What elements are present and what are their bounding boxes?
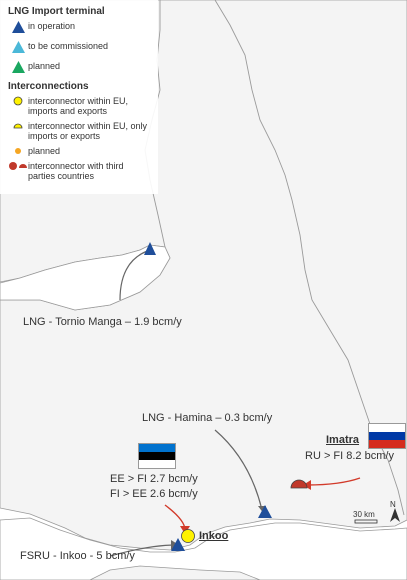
map-legend: LNG Import terminal in operation to be c… xyxy=(0,0,158,194)
estonia-flag xyxy=(138,443,176,469)
inkoo-terminal-marker xyxy=(171,538,185,551)
hamina-terminal-marker xyxy=(258,505,272,518)
scale-label: 30 km xyxy=(353,510,375,519)
circle-icon xyxy=(8,96,28,106)
inkoo-interconnector-marker xyxy=(181,529,195,543)
fsru-label: FSRU - Inkoo - 5 bcm/y xyxy=(20,550,135,562)
legend-item-eu-both: interconnector within EU, imports and ex… xyxy=(8,96,152,116)
inkoo-label: Inkoo xyxy=(199,530,229,542)
north-label: N xyxy=(390,500,396,509)
triangle-icon xyxy=(8,41,28,53)
imatra-label: Imatra xyxy=(326,434,360,446)
tornio-pointer-line xyxy=(119,249,151,301)
gulf-of-finland xyxy=(0,517,407,580)
triangle-icon xyxy=(8,21,28,33)
russia-flag xyxy=(368,423,406,449)
triangle-icon xyxy=(8,61,28,73)
legend-item-planned-interconnector: planned xyxy=(8,146,152,156)
legend-item-third-party: interconnector with third parties countr… xyxy=(8,161,152,181)
legend-title-lng: LNG Import terminal xyxy=(8,6,105,17)
legend-item-planned-lng: planned xyxy=(8,61,152,73)
hamina-arrow xyxy=(214,429,263,511)
imatra-interconnector-marker xyxy=(290,479,308,489)
tornio-terminal-marker xyxy=(144,242,156,255)
fi-ee-flow-label: FI > EE 2.6 bcm/y xyxy=(110,488,198,500)
ru-fi-flow-label: RU > FI 8.2 bcm/y xyxy=(305,450,394,462)
scale-bar xyxy=(354,519,378,524)
legend-item-in-operation: in operation xyxy=(8,21,152,33)
half-circle-icon xyxy=(8,121,28,131)
legend-item-eu-one-way: interconnector within EU, only imports o… xyxy=(8,121,152,141)
legend-title-interconnections: Interconnections xyxy=(8,81,89,92)
legend-item-to-be-commissioned: to be commissioned xyxy=(8,41,152,53)
estonia-coast xyxy=(89,565,261,580)
imatra-arrow-head xyxy=(303,480,311,490)
ee-fi-flow-label: EE > FI 2.7 bcm/y xyxy=(110,473,198,485)
circle-icon xyxy=(8,146,28,156)
tornio-label: LNG - Tornio Manga – 1.9 bcm/y xyxy=(23,316,182,328)
imatra-arrow xyxy=(306,477,361,486)
north-arrow-icon xyxy=(390,508,400,522)
hamina-label: LNG - Hamina – 0.3 bcm/y xyxy=(142,412,273,424)
red-circles-icon xyxy=(8,161,28,171)
